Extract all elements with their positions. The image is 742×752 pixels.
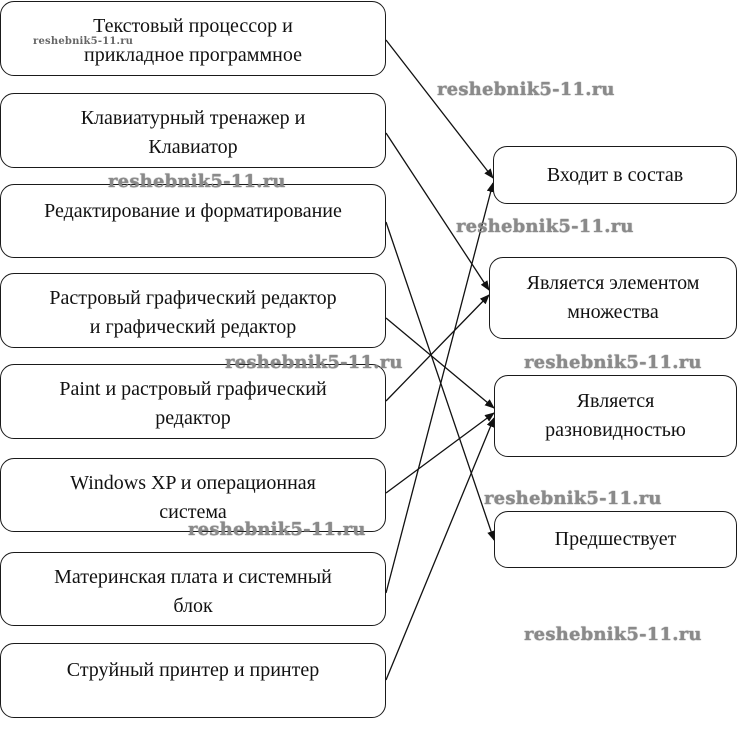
- left-item-line: система: [159, 501, 227, 523]
- left-item-paint: Paint и растровый графический редактор: [0, 364, 386, 439]
- left-item-line: Windows XP и операционная: [70, 472, 316, 494]
- right-item-part-of: Входит в состав: [493, 146, 737, 204]
- left-item-keyboard-trainer: Клавиатурный тренажер и Клавиатор: [0, 93, 386, 168]
- right-item-precedes: Предшествует: [494, 511, 737, 568]
- right-item-element-of-set: Является элементом множества: [489, 257, 737, 339]
- arrow-l8-to-r3: [385, 417, 495, 681]
- left-item-line: редактор: [155, 407, 231, 429]
- left-item-line: блок: [173, 595, 213, 617]
- arrow-l4-to-r3: [385, 317, 495, 409]
- left-item-editing-formatting: Редактирование и форматирование: [0, 184, 386, 258]
- left-item-line: Текстовый процессор и: [93, 15, 293, 37]
- arrow-l7-to-r1: [385, 182, 495, 594]
- left-item-windows-xp: Windows XP и операционная система: [0, 458, 386, 532]
- left-item-motherboard: Материнская плата и системный блок: [0, 552, 386, 626]
- left-item-line: Редактирование и форматирование: [44, 200, 342, 222]
- left-item-raster-editor: Растровый графический редактор и графичес…: [0, 273, 386, 348]
- left-item-line: и графический редактор: [89, 316, 297, 338]
- left-item-text-processor: Текстовый процессор и прикладное программ…: [0, 1, 386, 76]
- arrow-l5-to-r2: [385, 294, 490, 402]
- left-item-line: Струйный принтер и принтер: [66, 659, 320, 681]
- arrow-l1-to-r1: [385, 39, 494, 179]
- left-item-line: Paint и растровый графический: [59, 378, 327, 400]
- left-item-line: Клавиатурный тренажер и: [80, 107, 306, 129]
- right-item-line: разновидностью: [545, 419, 686, 441]
- left-item-line: прикладное программное: [84, 44, 302, 66]
- left-item-line: Материнская плата и системный: [54, 566, 332, 588]
- right-item-line: Является элементом: [526, 272, 700, 294]
- right-item-line: Предшествует: [554, 528, 677, 550]
- left-item-inkjet-printer: Струйный принтер и принтер: [0, 643, 386, 718]
- right-item-kind-of: Является разновидностью: [494, 375, 737, 457]
- arrow-l6-to-r3: [385, 412, 495, 494]
- left-item-line: Растровый графический редактор: [49, 287, 337, 309]
- right-item-line: Входит в состав: [546, 163, 684, 186]
- left-item-line: Клавиатор: [148, 136, 238, 158]
- arrow-l3-to-r4: [385, 221, 495, 541]
- right-item-line: Является: [576, 390, 655, 412]
- right-item-line: множества: [567, 301, 659, 323]
